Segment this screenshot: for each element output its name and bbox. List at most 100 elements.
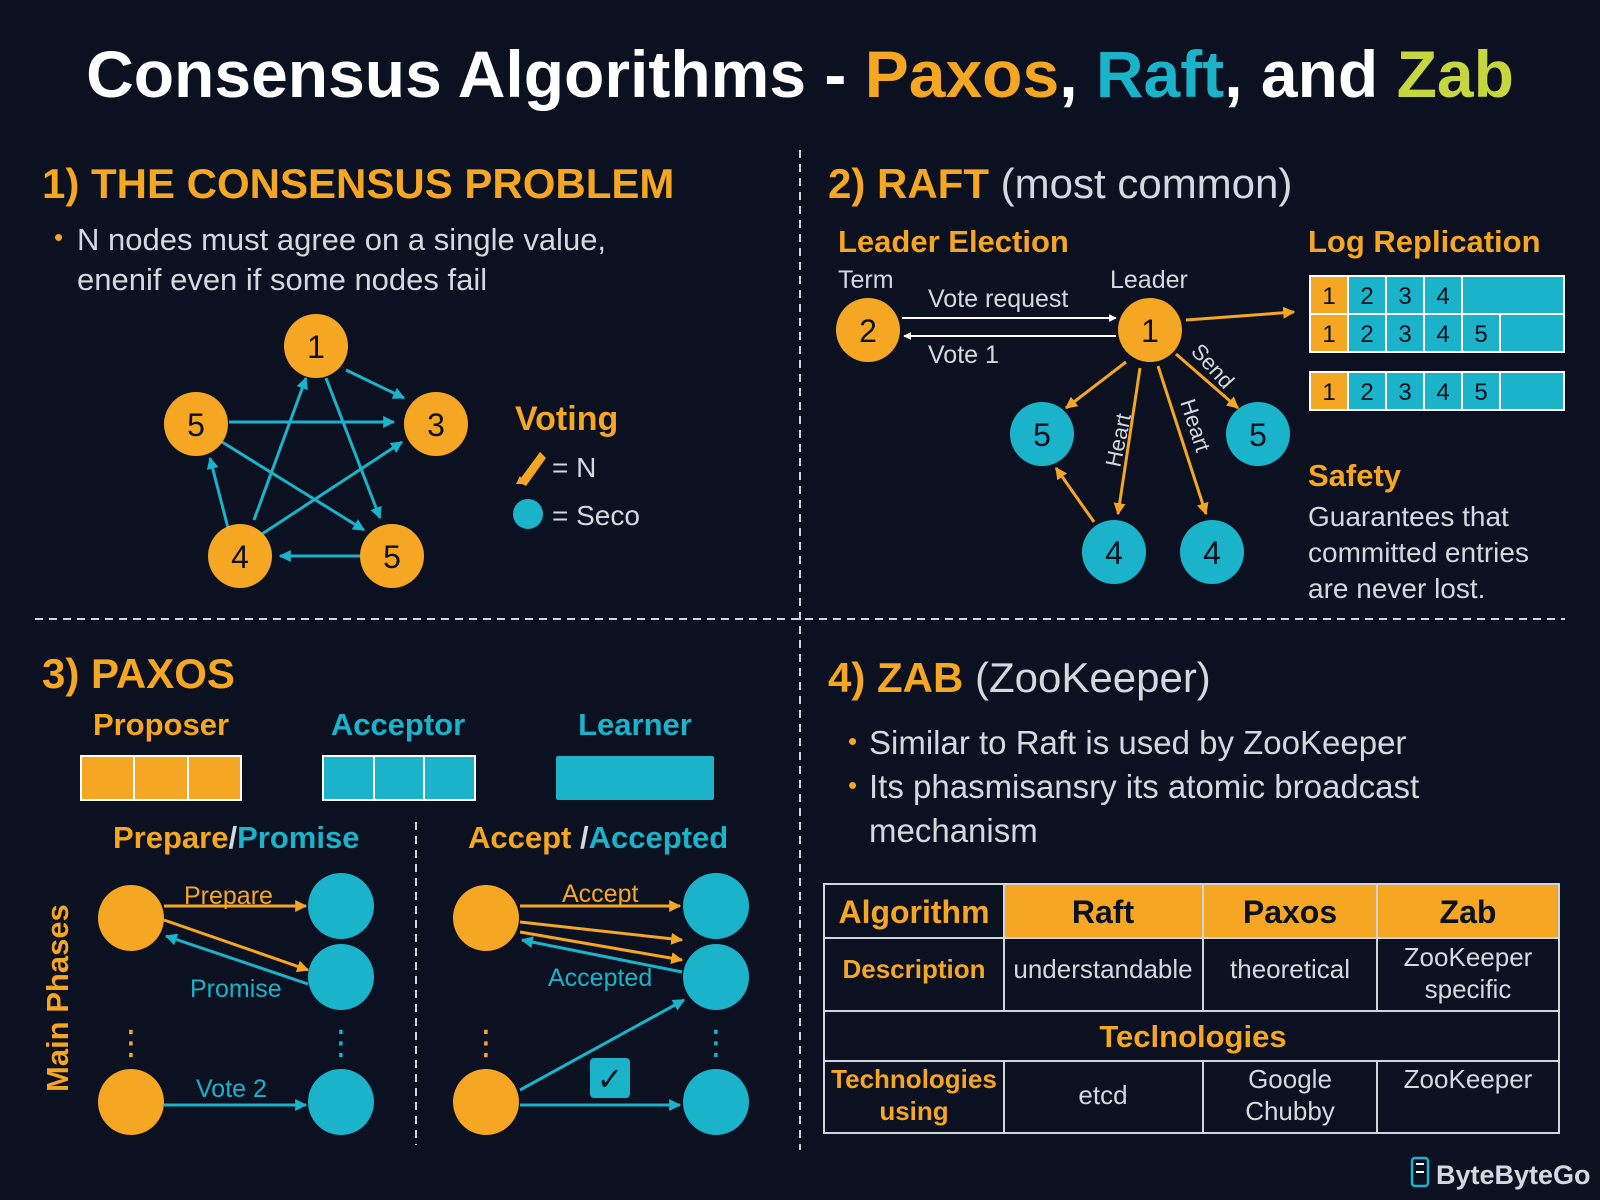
s1-heading: 1) THE CONSENSUS PROBLEM (42, 160, 674, 207)
arrow (519, 998, 686, 1092)
node-label: 4 (1105, 535, 1123, 571)
edge (252, 376, 308, 521)
s1-bullet-dot: • (54, 222, 63, 252)
acceptor-node (683, 873, 749, 939)
tech-section-header: Teclnologies (1099, 1019, 1286, 1054)
cell-tech-paxos: Google (1248, 1064, 1332, 1094)
term-label: Term (838, 266, 894, 294)
role-learner: Learner (578, 707, 692, 742)
log-entry: 1 (1322, 379, 1335, 406)
label-promise: Promise (190, 975, 282, 1003)
voting-title: Voting (515, 400, 618, 438)
safety-line: committed entries (1308, 537, 1529, 568)
s1-bullet-line1: N nodes must agree on a single value, (77, 222, 606, 257)
ellipsis: ⋮ (114, 1024, 148, 1062)
log-entry: 3 (1398, 283, 1411, 310)
title-raft: Raft (1096, 37, 1224, 111)
acceptor-node (308, 1069, 374, 1135)
table-frame (823, 883, 1560, 1134)
table-header: Zab (1440, 894, 1497, 930)
check-mark: ✓ (597, 1061, 624, 1097)
page-title: Consensus Algorithms - Paxos, Raft, and … (86, 37, 1514, 111)
arrow (519, 930, 684, 965)
log-table: 1 2 3 4 1 2 3 4 5 1 2 3 4 5 (1309, 275, 1565, 411)
arrow (1156, 365, 1209, 516)
phase2-diagram (453, 873, 749, 1135)
learner-block (556, 756, 714, 800)
acceptor-block (322, 755, 476, 801)
safety-line: Guarantees that (1308, 501, 1509, 532)
node-label: 1 (307, 329, 325, 365)
label-accept: Accept (562, 880, 638, 908)
s4-bullet: Similar to Raft is used by ZooKeeper (869, 724, 1406, 761)
arrow (163, 918, 310, 973)
bullet-dot: • (848, 770, 857, 800)
phase2-slash: / (571, 820, 589, 855)
candidate-node (836, 298, 900, 362)
title-and: , and (1224, 37, 1396, 111)
cell-tech-raft: etcd (1078, 1080, 1127, 1110)
cell-desc-zab: ZooKeeper (1404, 942, 1533, 972)
arrow (1113, 367, 1142, 516)
s4-heading-bold: 4) ZAB (828, 654, 963, 701)
log-replication-title: Log Replication (1308, 224, 1541, 259)
node-circle (164, 392, 228, 456)
phase1-prepare: Prepare (113, 820, 228, 855)
proposer-node (98, 1069, 164, 1135)
title-zab: Zab (1397, 37, 1514, 111)
ellipsis: ⋮ (324, 1024, 358, 1062)
heart-label: Heart (1100, 411, 1136, 469)
log-entry: 2 (1360, 283, 1373, 310)
phase2-accept: Accept (468, 820, 571, 855)
role-acceptor: Acceptor (331, 707, 465, 742)
proposer-node (453, 1069, 519, 1135)
log-cell-first (1309, 313, 1349, 353)
log-entry: 2 (1360, 379, 1373, 406)
s2-heading-rest: (most common) (989, 160, 1292, 207)
role-proposer: Proposer (93, 707, 229, 742)
follower-node (1226, 402, 1290, 466)
safety-title: Safety (1308, 458, 1402, 493)
phase1-slash: / (228, 820, 237, 855)
follower-node (1010, 402, 1074, 466)
checkbox-icon (590, 1058, 630, 1098)
vote-request-label: Vote request (928, 285, 1068, 313)
cell-desc-paxos: theoretical (1230, 954, 1350, 984)
brand-name: ByteByteGo (1436, 1160, 1591, 1190)
edge (221, 440, 366, 532)
vote1-label: Vote 1 (928, 341, 999, 369)
log-entry: 3 (1398, 321, 1411, 348)
s2-heading: 2) RAFT (most common) (828, 160, 1292, 207)
node-circle (404, 392, 468, 456)
node-label: 1 (1141, 313, 1159, 349)
log-row-bg (1309, 371, 1565, 411)
table-header: Algorithm (838, 894, 989, 930)
acceptor-node (308, 873, 374, 939)
node-label: 5 (383, 539, 401, 575)
row-label-description: Description (842, 954, 985, 984)
phase2-accepted: Accepted (589, 820, 729, 855)
log-entry: 1 (1322, 283, 1335, 310)
label-vote2: Vote 2 (196, 1075, 267, 1103)
title-part: Consensus Algorithms - (86, 37, 865, 111)
leader-election-title: Leader Election (838, 224, 1069, 259)
node-label: 4 (1203, 535, 1221, 571)
follower-node (1180, 520, 1244, 584)
edge (261, 440, 404, 536)
acceptor-node (683, 944, 749, 1010)
proposer-node (453, 885, 519, 951)
edge (324, 377, 382, 520)
row-label-tech: Technologies (831, 1064, 997, 1094)
arrow-promise (164, 933, 309, 986)
log-entry: 5 (1474, 379, 1487, 406)
leader-label: Leader (1110, 266, 1188, 294)
ellipsis: ⋮ (469, 1024, 503, 1062)
node-circle (360, 524, 424, 588)
node-label: 5 (1249, 417, 1267, 453)
s4-heading: 4) ZAB (ZooKeeper) (828, 654, 1211, 701)
arrow-accepted (520, 936, 683, 974)
safety-line: are never lost. (1308, 573, 1485, 604)
title-comma: , (1059, 37, 1096, 111)
bullet-dot: • (848, 726, 857, 756)
row-label-tech: using (879, 1096, 948, 1126)
